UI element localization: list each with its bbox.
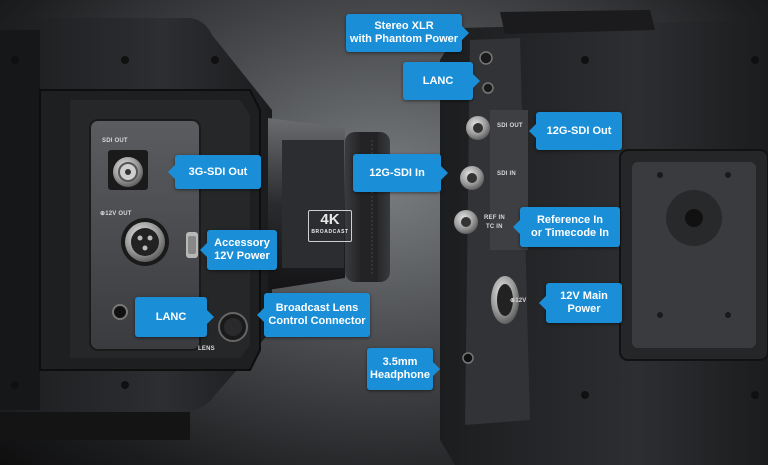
left-connector-panel [108, 150, 248, 342]
label-12v-right: ⊕12V [510, 298, 527, 304]
callout-12g-sdi-out: 12G-SDI Out [529, 112, 622, 150]
label-12v-out: ⊕12V OUT [100, 211, 132, 217]
badge-broadcast-text: BROADCAST [311, 229, 349, 235]
callout-reference-in: Reference In or Timecode In [513, 207, 620, 247]
callout-accessory-12v: Accessory 12V Power [200, 230, 277, 270]
4k-broadcast-badge: 4K BROADCAST [308, 210, 352, 242]
right-connector-panel [454, 51, 519, 364]
label-sdi-in-right: SDI IN [497, 171, 516, 177]
callout-stereo-xlr: Stereo XLR with Phantom Power [346, 14, 469, 52]
label-tc-in: TC IN [486, 224, 503, 230]
callout-12g-sdi-in: 12G-SDI In [353, 154, 448, 192]
label-ref-in: REF IN [484, 215, 505, 221]
callout-lanc-right: LANC [403, 62, 480, 100]
callout-broadcast-lens: Broadcast Lens Control Connector [257, 293, 370, 337]
callout-12v-main-power: 12V Main Power [539, 283, 622, 323]
callout-lanc-left: LANC [135, 297, 214, 337]
callout-3g-sdi-out: 3G-SDI Out [168, 155, 261, 189]
lens-mount [268, 118, 390, 290]
label-lens: LENS [198, 346, 215, 352]
label-sdi-out-right: SDI OUT [497, 123, 523, 129]
label-sdi-out: SDI OUT [102, 138, 128, 144]
callout-headphone: 3.5mm Headphone [367, 348, 440, 390]
badge-4k-text: 4K [320, 211, 340, 228]
